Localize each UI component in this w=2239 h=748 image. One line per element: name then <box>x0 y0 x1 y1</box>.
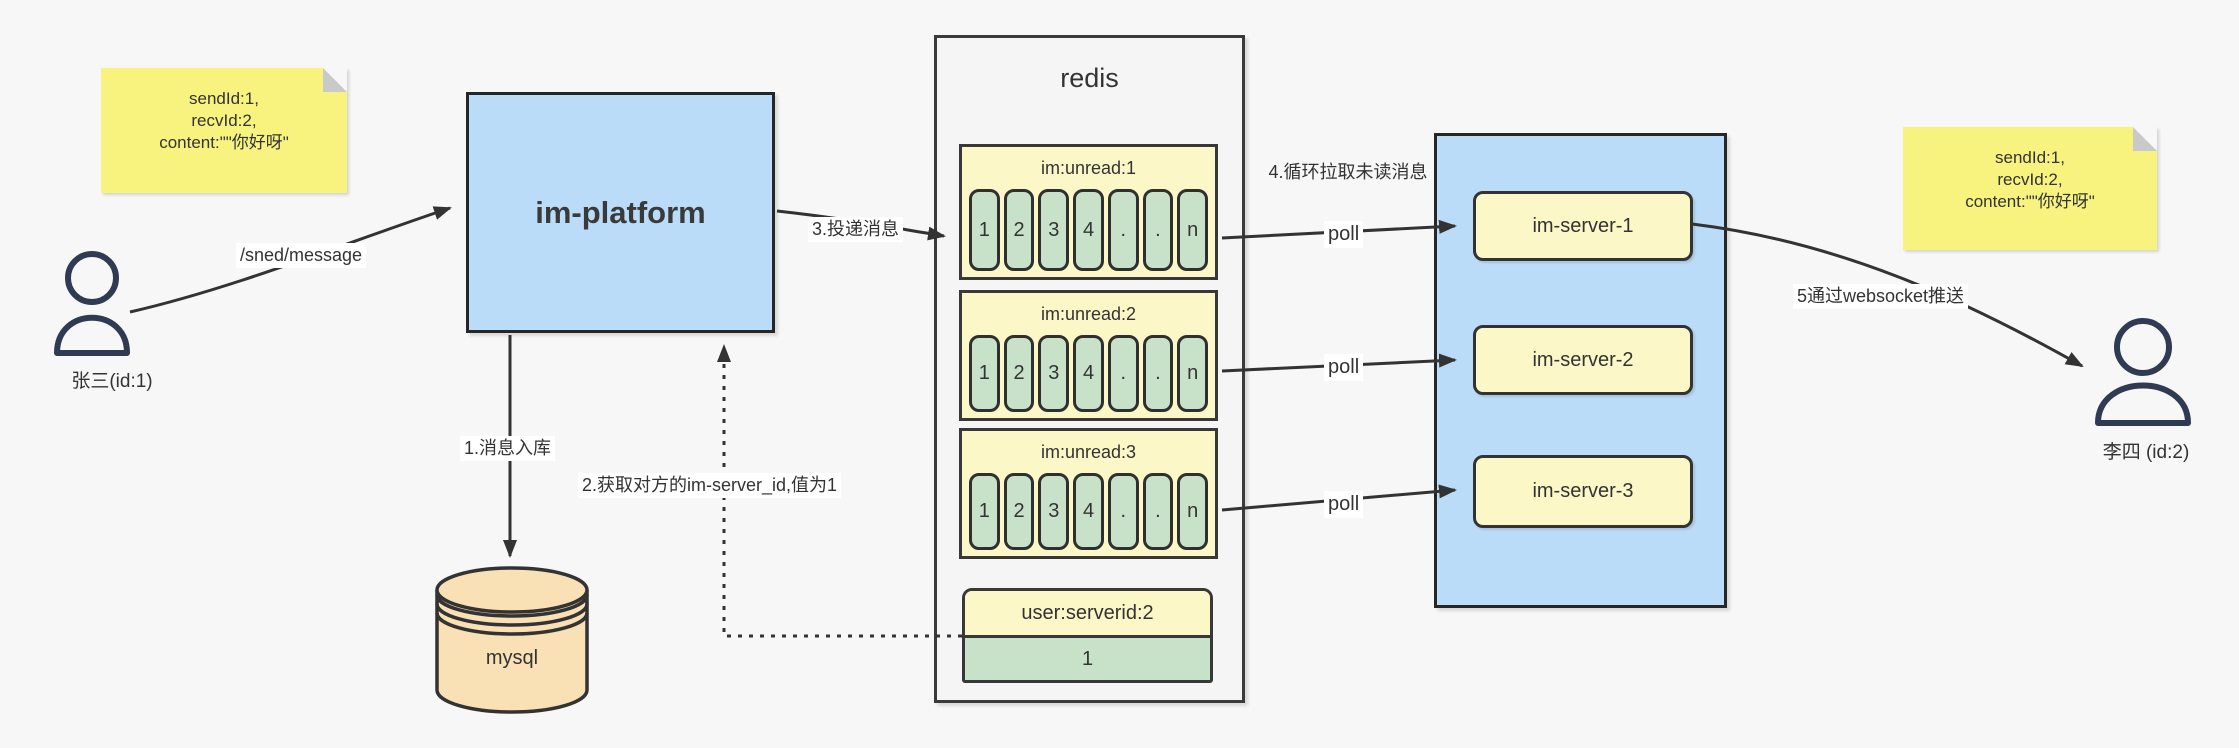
queue-cell: 3 <box>1038 189 1070 271</box>
queue-cell: 3 <box>1038 473 1070 550</box>
queue-cells: 1 2 3 4 . . n <box>962 189 1215 277</box>
im-server-cluster: im-server-1 im-server-2 im-server-3 <box>1434 133 1727 608</box>
queue-cell: 1 <box>969 473 1000 550</box>
edge-label-step5: 5通过websocket推送 <box>1793 284 1969 309</box>
queue-cell: 2 <box>1003 473 1035 550</box>
sender-label: 张三(id:1) <box>71 371 153 392</box>
note-line: sendId:1, <box>189 89 259 108</box>
note-line: content:""你好呀" <box>159 133 289 152</box>
queue-cell: . <box>1142 189 1174 271</box>
im-server-3-label: im-server-3 <box>1532 480 1634 502</box>
queue-cell: 4 <box>1073 473 1104 550</box>
queue-cell: 4 <box>1073 189 1104 271</box>
im-server-1-label: im-server-1 <box>1532 214 1634 237</box>
edge-label-send: /sned/message <box>236 243 367 268</box>
im-platform-node: im-platform <box>466 92 775 333</box>
queue-cell: 3 <box>1038 335 1070 412</box>
im-platform-label: im-platform <box>535 194 706 230</box>
queue-cell: . <box>1142 473 1174 550</box>
edge-label-poll-2: poll <box>1324 354 1364 381</box>
sender-person-icon <box>54 251 130 356</box>
mysql-label: mysql <box>485 647 539 669</box>
im-server-2-label: im-server-2 <box>1532 348 1634 371</box>
queue-cell: n <box>1177 189 1209 271</box>
im-server-1-node: im-server-1 <box>1473 191 1693 261</box>
edge-label-step2: 2.获取对方的im-server_id,值为1 <box>578 473 842 498</box>
queue-cell: . <box>1107 335 1139 412</box>
receiver-person-icon <box>2095 318 2191 426</box>
queue-header: im:unread:2 <box>1040 303 1137 324</box>
redis-user-serverid-block: user:serverid:2 1 <box>962 588 1213 683</box>
queue-cell: 2 <box>1003 335 1035 412</box>
queue-cell: 1 <box>969 335 1000 412</box>
edge-label-poll-3: poll <box>1324 491 1364 518</box>
queue-cell: 1 <box>969 189 1000 271</box>
note-line: sendId:1, <box>1995 148 2065 167</box>
redis-title: redis <box>1060 63 1119 93</box>
queue-cells: 1 2 3 4 . . n <box>962 335 1215 418</box>
redis-queue-unread-3: im:unread:3 1 2 3 4 . . n <box>959 428 1218 559</box>
kv-value: 1 <box>965 638 1210 680</box>
redis-container: redis im:unread:1 1 2 3 4 . . n im:unrea… <box>934 35 1245 703</box>
receiver-label: 李四 (id:2) <box>2102 442 2190 463</box>
sticky-note-message-left: sendId:1, recvId:2, content:""你好呀" <box>101 68 347 193</box>
note-line: recvId:2, <box>1997 170 2063 189</box>
queue-cell: n <box>1177 335 1209 412</box>
edge-label-step3: 3.投递消息 <box>808 217 904 242</box>
queue-header: im:unread:3 <box>1040 441 1137 462</box>
queue-cell: 2 <box>1003 189 1035 271</box>
note-line: content:""你好呀" <box>1965 192 2095 211</box>
edge-label-step4: 4.循环拉取未读消息 <box>1268 162 1428 182</box>
redis-queue-unread-2: im:unread:2 1 2 3 4 . . n <box>959 290 1218 421</box>
edge-label-step1: 1.消息入库 <box>460 436 556 461</box>
queue-cell: . <box>1107 473 1139 550</box>
note-line: recvId:2, <box>191 111 257 130</box>
queue-cell: n <box>1177 473 1209 550</box>
queue-header: im:unread:1 <box>1040 157 1137 178</box>
im-server-3-node: im-server-3 <box>1473 455 1693 528</box>
mysql-cylinder-icon <box>435 566 589 714</box>
sticky-note-message-right: sendId:1, recvId:2, content:""你好呀" <box>1903 127 2157 250</box>
queue-cell: 4 <box>1073 335 1104 412</box>
kv-header: user:serverid:2 <box>965 591 1210 638</box>
edge-label-poll-1: poll <box>1324 221 1364 248</box>
redis-queue-unread-1: im:unread:1 1 2 3 4 . . n <box>959 144 1218 280</box>
queue-cell: . <box>1107 189 1139 271</box>
im-server-2-node: im-server-2 <box>1473 325 1693 395</box>
queue-cells: 1 2 3 4 . . n <box>962 473 1215 556</box>
queue-cell: . <box>1142 335 1174 412</box>
